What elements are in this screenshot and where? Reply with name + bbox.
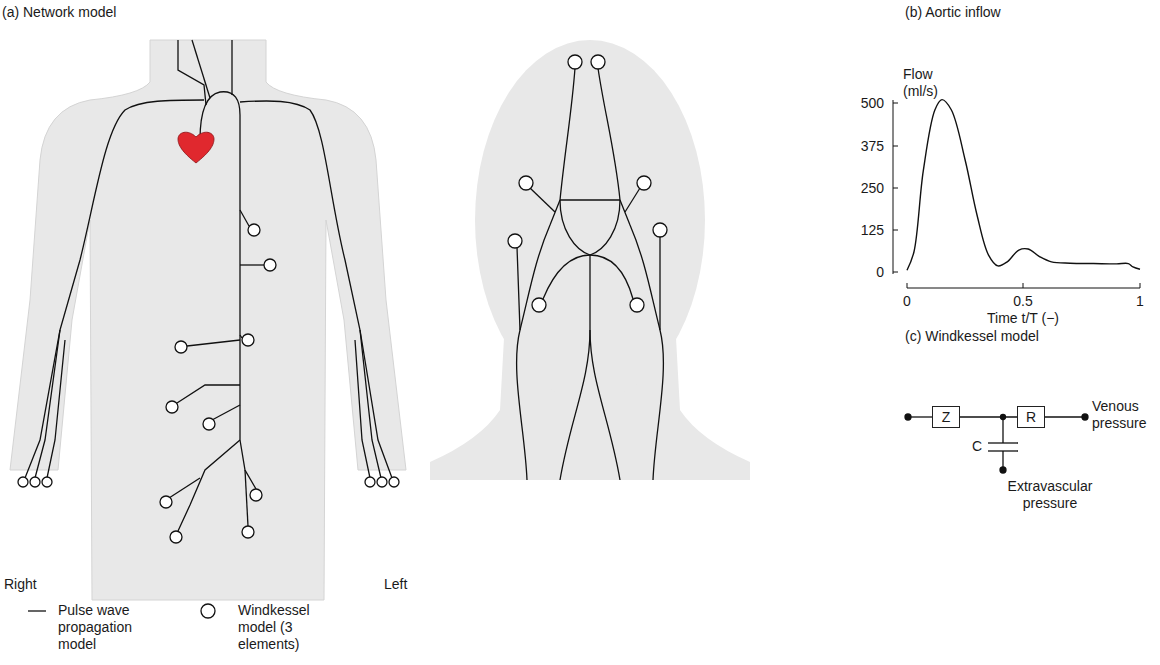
figure-label: (b) Aortic inflow	[905, 4, 1001, 21]
body-silhouette	[10, 40, 406, 600]
head-silhouette	[430, 40, 750, 480]
tick-label: 1	[1136, 293, 1144, 310]
figure-label: (c) Windkessel model	[905, 328, 1039, 345]
heart	[178, 132, 214, 163]
figure-label: Time t/T (−)	[987, 310, 1059, 327]
arterial-tree	[25, 40, 663, 531]
tick-label: 0	[903, 293, 911, 310]
figure-label: Extravascular pressure	[995, 478, 1105, 512]
tick-label: 0.5	[1013, 293, 1032, 310]
figure-label: Venous pressure	[1092, 398, 1154, 432]
element-symbol: R	[1026, 410, 1036, 424]
figure-label: Right	[4, 576, 37, 593]
legend-text: Pulse wave propagation model	[58, 602, 158, 652]
figure-label: Flow (ml/s)	[903, 66, 948, 100]
flow-curve	[907, 100, 1140, 271]
flow-chart	[893, 100, 1140, 288]
circuit-wire	[960, 416, 1017, 417]
legend-text: Windkessel model (3 elements)	[238, 602, 348, 652]
tick-label: 125	[861, 222, 884, 239]
impedance-box: R	[1017, 406, 1045, 428]
element-symbol: Z	[942, 410, 951, 424]
figure-label: Left	[384, 576, 407, 593]
tick-label: 500	[861, 95, 884, 112]
tick-label: 250	[861, 180, 884, 197]
figure-label: C	[972, 438, 982, 455]
impedance-box: Z	[932, 406, 960, 428]
windkessel-circles	[18, 55, 667, 543]
figure-label: (a) Network model	[2, 4, 116, 21]
tick-label: 0	[876, 264, 884, 281]
tick-label: 375	[861, 138, 884, 155]
